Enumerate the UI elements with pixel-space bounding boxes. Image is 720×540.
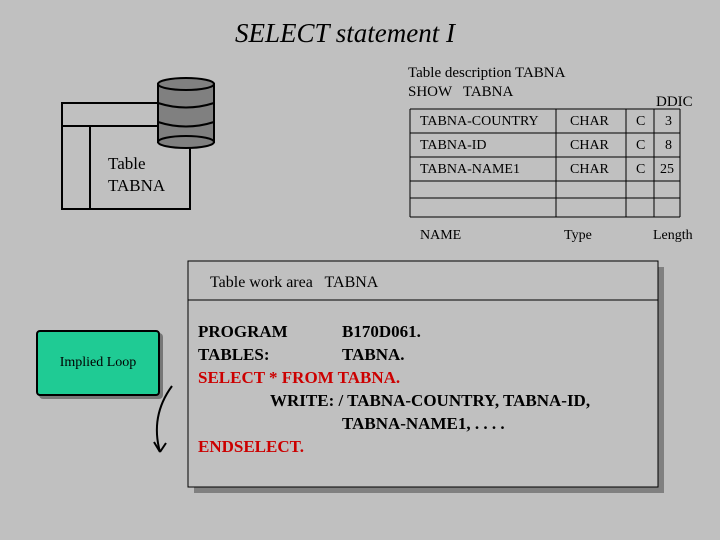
work-area-label: Table work area TABNA [210,274,379,291]
field-length: 25 [660,162,674,177]
table-description: Table description TABNA SHOW TABNA [408,64,565,102]
field-type: CHAR [570,114,609,129]
implied-loop-box: Implied Loop [36,330,160,396]
slide-title: SELECT statement I [234,18,455,48]
code-listing: PROGRAM B170D061. TABLES: TABNA. SELECT * … [198,320,590,458]
code-line-tables: TABLES: TABNA. [198,343,590,366]
field-length: 8 [665,138,672,153]
legend-length: Length [653,228,693,243]
code-program-name: B170D061. [342,322,421,341]
field-type: CHAR [570,138,609,153]
field-name: TABNA-NAME1 [420,162,520,177]
code-line-endselect: ENDSELECT. [198,437,304,456]
field-ddic: C [636,114,646,129]
code-keyword-program: PROGRAM [198,322,288,341]
legend-type: Type [564,228,592,243]
field-table-grid [409,108,681,218]
code-table-name: TABNA. [342,345,405,364]
implied-loop-label: Implied Loop [59,355,137,370]
field-name: TABNA-COUNTRY [420,114,539,129]
ddic-label: DDIC [656,94,693,110]
code-line-write-cont: TABNA-NAME1, . . . . [342,414,505,433]
legend-name: NAME [420,228,462,243]
work-area-panel [187,260,664,493]
table-description-line1: Table description TABNA [408,65,566,81]
loop-arrow [153,385,173,453]
field-length: 3 [665,114,672,129]
code-line-program: PROGRAM B170D061. [198,320,590,343]
code-line-select: SELECT * FROM TABNA. [198,368,401,387]
code-line-write: WRITE: / TABNA-COUNTRY, TABNA-ID, [270,391,591,410]
table-description-line2: SHOW TABNA [408,84,514,100]
table-box-label: Table TABNA [108,154,166,195]
field-name: TABNA-ID [420,138,487,153]
field-ddic: C [636,162,646,177]
code-keyword-tables: TABLES: [198,345,270,364]
field-type: CHAR [570,162,609,177]
database-icon [157,77,215,149]
field-ddic: C [636,138,646,153]
